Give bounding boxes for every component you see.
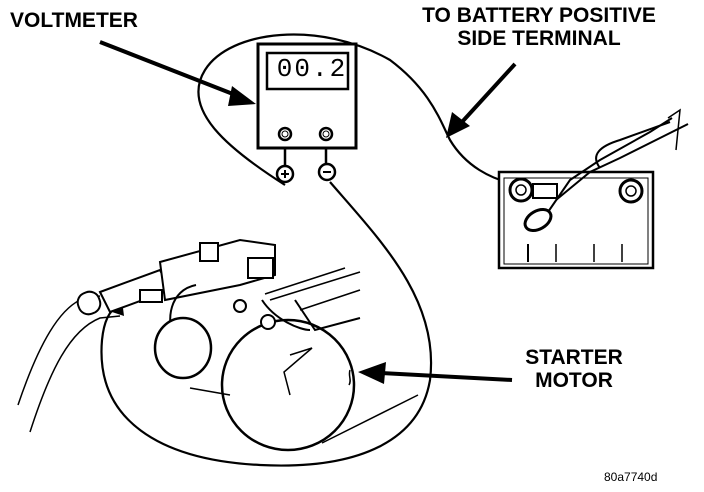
voltmeter-readout: 00.2 xyxy=(276,54,348,84)
battery-terminal-label: TO BATTERY POSITIVE SIDE TERMINAL xyxy=(384,4,694,50)
starter-motor xyxy=(17,238,419,452)
starter-label-line2: MOTOR xyxy=(535,369,613,392)
battery-negative-post xyxy=(618,178,644,204)
figure-id: 80a7740d xyxy=(604,470,658,484)
positive-lead-wire xyxy=(197,33,521,187)
negative-lead-wire xyxy=(100,181,433,467)
voltmeter-label: VOLTMETER xyxy=(10,9,138,32)
battery-label-line2: SIDE TERMINAL xyxy=(457,27,621,50)
battery-label-line1: TO BATTERY POSITIVE xyxy=(422,4,656,27)
starter-arrow xyxy=(358,362,513,384)
positive-jack xyxy=(277,126,293,142)
battery-positive-post xyxy=(508,177,534,203)
voltmeter-device xyxy=(256,42,358,184)
battery-arrow xyxy=(446,62,517,138)
voltmeter-arrow xyxy=(99,40,256,106)
starter-label-line1: STARTER xyxy=(525,346,623,369)
negative-jack xyxy=(318,126,334,142)
starter-motor-label: STARTER MOTOR xyxy=(514,346,634,392)
battery xyxy=(497,108,689,270)
